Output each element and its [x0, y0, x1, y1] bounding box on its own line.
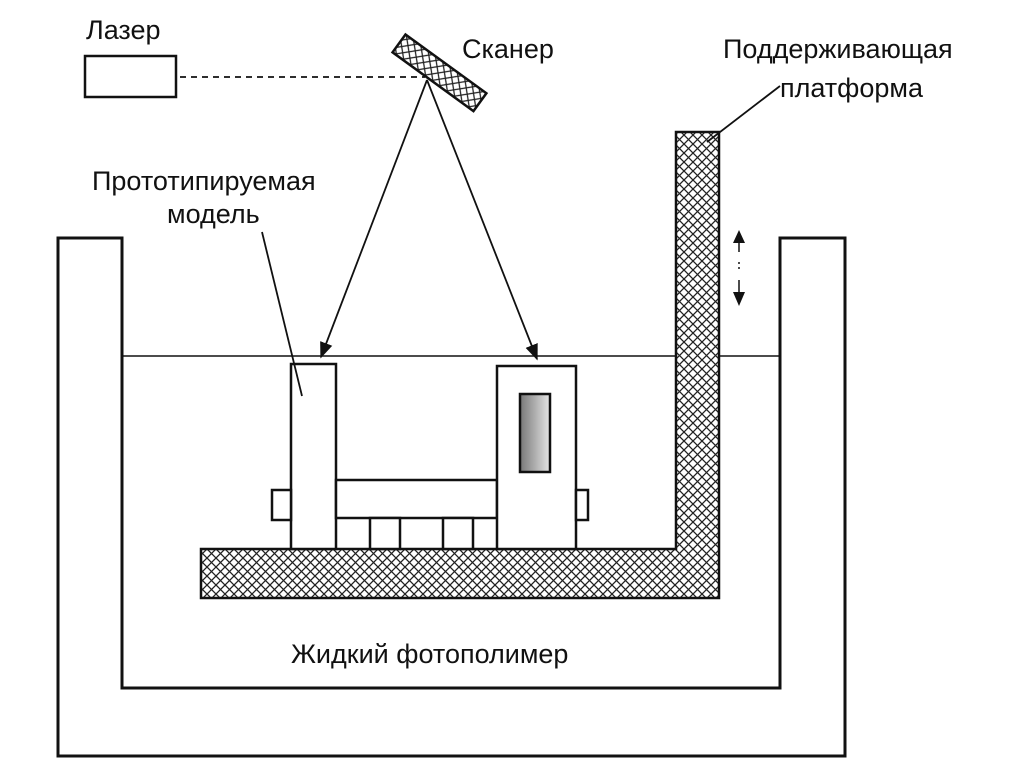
liquid-label: Жидкий фотополимер	[291, 639, 568, 669]
scanner-label: Сканер	[462, 34, 554, 64]
up-down-arrow-icon	[733, 230, 745, 306]
laser-label: Лазер	[86, 15, 161, 45]
model-label-leader	[261, 231, 303, 397]
model-right-window	[518, 392, 552, 474]
platform-label-leader	[706, 85, 781, 143]
model-right-tab	[574, 488, 590, 522]
platform-label-line1: Поддерживающая	[723, 34, 953, 64]
model-crossbar	[334, 478, 499, 520]
model-label-line2: модель	[167, 199, 260, 229]
vat-outer-wall	[56, 236, 847, 758]
scan-beam-right	[426, 79, 538, 361]
scanner-mirror	[390, 32, 489, 113]
laser-box	[83, 54, 178, 99]
scan-beam-left	[320, 79, 428, 359]
platform-label-line2: платформа	[780, 73, 924, 103]
model-support	[368, 516, 402, 551]
model-left-column	[289, 362, 338, 551]
model-left-tab	[270, 488, 293, 522]
model-support	[441, 516, 475, 551]
model-label-line1: Прототипируемая	[92, 166, 316, 196]
